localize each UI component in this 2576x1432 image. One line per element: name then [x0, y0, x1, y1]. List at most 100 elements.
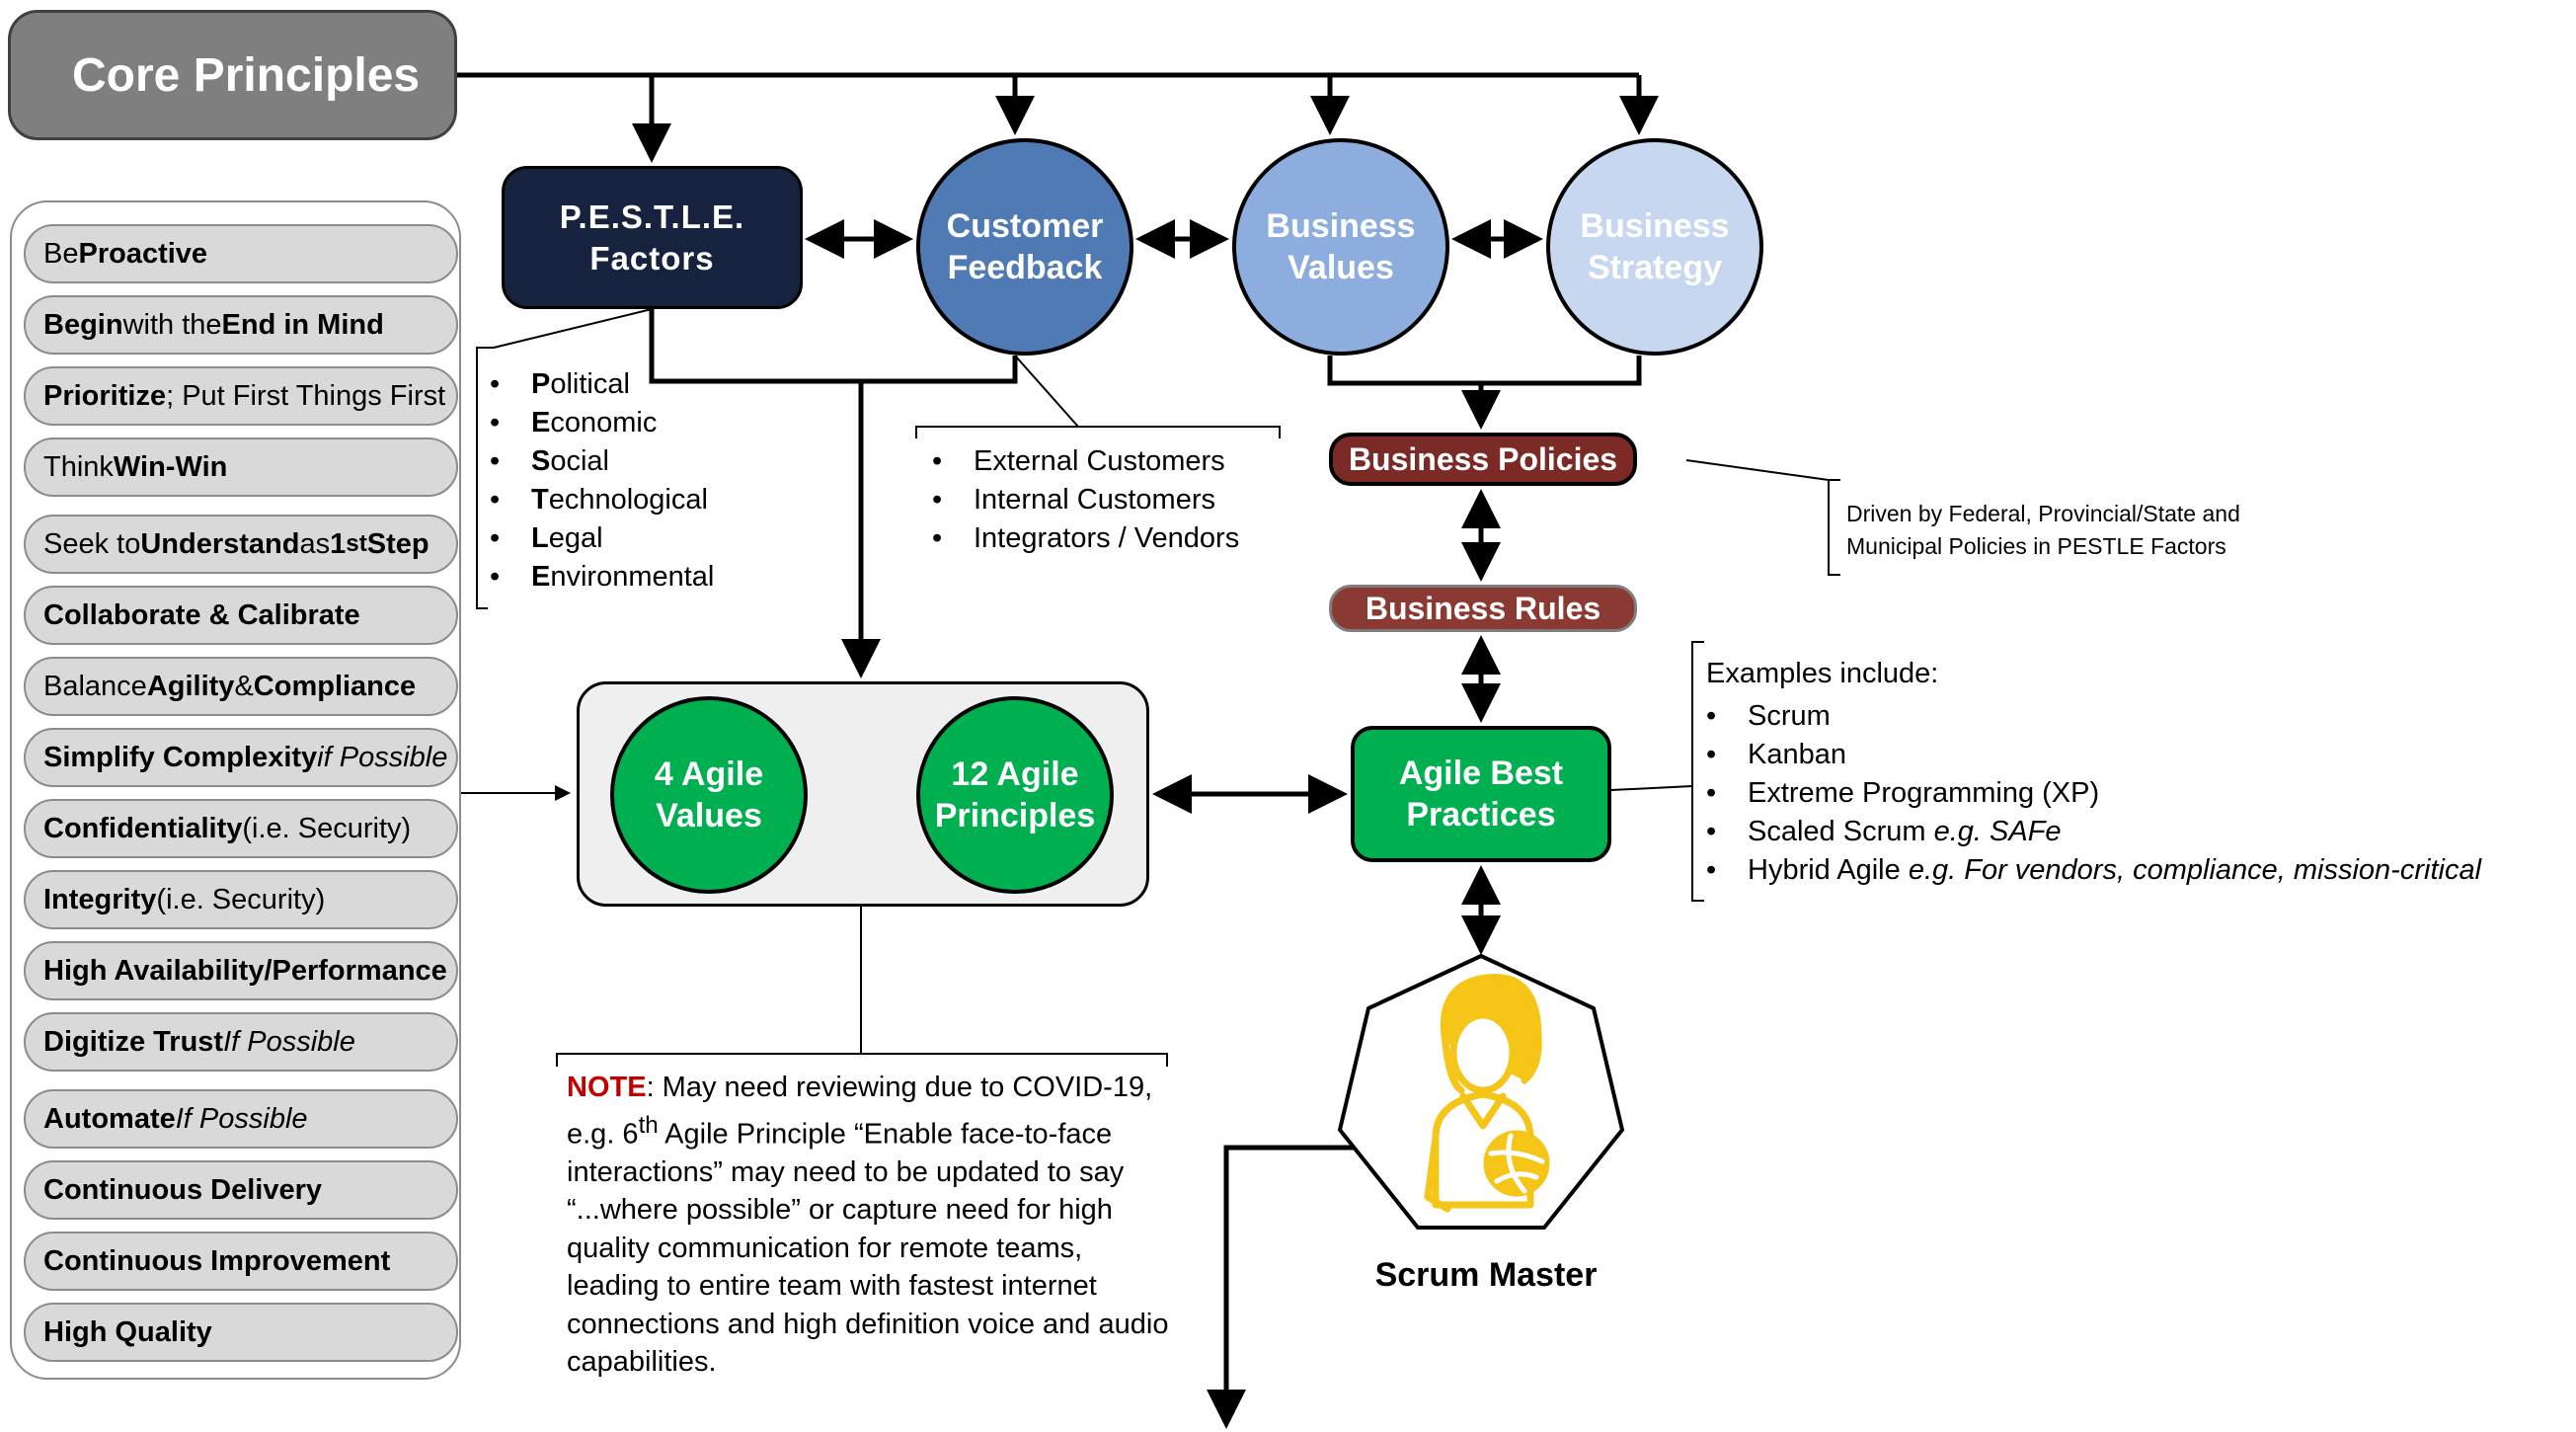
practice-item: Scaled Scrum e.g. SAFe — [1706, 813, 2481, 851]
principle-bold: Understand — [140, 527, 300, 560]
pestle-initial: E — [531, 407, 551, 438]
principle-item: Collaborate & Calibrate — [24, 586, 458, 645]
pestle-initial: E — [531, 561, 551, 593]
practice-item: Extreme Programming (XP) — [1706, 774, 2481, 813]
practice-text: Scaled Scrum — [1748, 816, 1934, 847]
principle-bold: Digitize Trust — [43, 1025, 224, 1058]
principle-bold: End in Mind — [221, 308, 384, 341]
business-values-node: Business Values — [1232, 138, 1449, 356]
feedback-item: Integrators / Vendors — [932, 519, 1239, 558]
principle-text: with the — [122, 308, 222, 341]
principle-bold: Step — [366, 527, 429, 560]
pestle-rest: nvironmental — [550, 561, 715, 593]
practice-item: Kanban — [1706, 736, 2481, 774]
principle-text: (i.e. Security) — [242, 812, 412, 844]
customer-feedback-node: Customer Feedback — [916, 138, 1133, 356]
person-with-ball-icon — [1424, 974, 1550, 1213]
principle-text: as — [299, 527, 331, 560]
principle-item: Balance Agility & Compliance — [24, 657, 458, 716]
principle-text: Balance — [43, 670, 147, 702]
practices-list: ScrumKanbanExtreme Programming (XP) Scale… — [1706, 697, 2481, 890]
principle-text: Seek to — [43, 527, 141, 560]
principle-bold: Begin — [43, 308, 123, 341]
principle-bold: Win-Win — [113, 450, 228, 483]
principle-item: Confidentiality (i.e. Security) — [24, 799, 458, 858]
principle-item: High Quality — [24, 1303, 458, 1362]
principle-italic: If Possible — [175, 1102, 308, 1135]
principle-item: Think Win-Win — [24, 438, 458, 497]
feedback-item: Internal Customers — [932, 481, 1239, 519]
agile-values-node: 4 Agile Values — [610, 696, 808, 894]
principle-bold: Proactive — [78, 237, 208, 270]
scrum-master-label: Scrum Master — [1374, 1256, 1598, 1294]
principle-italic: If Possible — [223, 1025, 355, 1058]
pestle-rest: echnological — [548, 484, 708, 516]
pestle-list: PoliticalEconomicSocialTechnologicalLega… — [490, 365, 714, 597]
principle-text: ; Put First Things First — [166, 379, 446, 412]
business-policies-node: Business Policies — [1329, 433, 1637, 486]
principle-bold: High Availability/Performance — [43, 954, 447, 987]
principle-sup: st — [346, 530, 367, 557]
practice-example: e.g. For vendors, compliance, mission-cr… — [1908, 854, 2482, 886]
agile-best-practices-node: Agile Best Practices — [1351, 726, 1611, 862]
principle-bold: Collaborate & Calibrate — [43, 598, 360, 631]
pestle-rest: ocial — [550, 445, 609, 477]
practices-heading: Examples include: — [1706, 658, 1939, 689]
note-superscript: th — [638, 1111, 659, 1139]
principle-item: Continuous Delivery — [24, 1160, 458, 1220]
pestle-rest: egal — [548, 522, 603, 554]
business-strategy-node: Business Strategy — [1546, 138, 1763, 356]
agile-principles-node: 12 Agile Principles — [916, 696, 1114, 894]
principle-bold: Compliance — [253, 670, 417, 702]
principle-item: Automate If Possible — [24, 1089, 458, 1149]
practice-text: Scrum — [1748, 700, 1831, 732]
pestle-item: Environmental — [490, 558, 714, 597]
principle-item: Begin with the End in Mind — [24, 295, 458, 355]
principle-bold: Simplify Complexity — [43, 741, 318, 773]
core-principles-title: Core Principles — [8, 10, 457, 140]
principle-item: Be Proactive — [24, 224, 458, 283]
pestle-initial: P — [531, 368, 551, 400]
pestle-factors-node: P.E.S.T.L.E. Factors — [502, 166, 803, 309]
principle-bold: Continuous Improvement — [43, 1244, 391, 1277]
pestle-item: Technological — [490, 481, 714, 519]
principle-bold: Agility — [146, 670, 235, 702]
principle-text: Be — [43, 237, 79, 270]
principle-bold: 1 — [330, 527, 347, 560]
principle-bold: High Quality — [43, 1315, 212, 1348]
principle-text: & — [234, 670, 254, 702]
pestle-rest: olitical — [550, 368, 630, 400]
principle-text: Think — [43, 450, 114, 483]
covid-note: NOTE: May need reviewing due to COVID-19… — [567, 1069, 1179, 1382]
practice-item: Scrum — [1706, 697, 2481, 736]
principle-bold: Continuous Delivery — [43, 1173, 322, 1206]
pestle-rest: conomic — [550, 407, 658, 438]
customer-feedback-list: External CustomersInternal CustomersInte… — [932, 442, 1239, 558]
practice-text: Kanban — [1748, 739, 1846, 770]
principle-italic: if Possible — [317, 741, 448, 773]
practice-example: e.g. SAFe — [1933, 816, 2062, 847]
note-text-part2: Agile Principle “Enable face-to-face int… — [567, 1118, 1169, 1379]
pestle-item: Legal — [490, 519, 714, 558]
principle-bold: Integrity — [43, 883, 157, 915]
practice-text: Extreme Programming (XP) — [1748, 777, 2100, 809]
note-text-part1: : May need reviewing due to COVID-19, e.… — [567, 1072, 1153, 1151]
practice-item: Hybrid Agile e.g. For vendors, complianc… — [1706, 851, 2481, 890]
principle-bold: Automate — [43, 1102, 176, 1135]
principle-item: High Availability/Performance — [24, 941, 458, 1000]
business-rules-node: Business Rules — [1329, 585, 1637, 632]
policy-note: Driven by Federal, Provincial/State and … — [1846, 501, 2240, 559]
principle-item: Integrity (i.e. Security) — [24, 870, 458, 929]
principle-text: (i.e. Security) — [156, 883, 326, 915]
pestle-item: Economic — [490, 404, 714, 442]
pestle-initial: L — [531, 522, 549, 554]
principle-item: Simplify Complexity if Possible — [24, 728, 458, 787]
pestle-item: Political — [490, 365, 714, 404]
note-label: NOTE — [567, 1072, 647, 1103]
pestle-initial: S — [531, 445, 551, 477]
pestle-initial: T — [531, 484, 549, 516]
